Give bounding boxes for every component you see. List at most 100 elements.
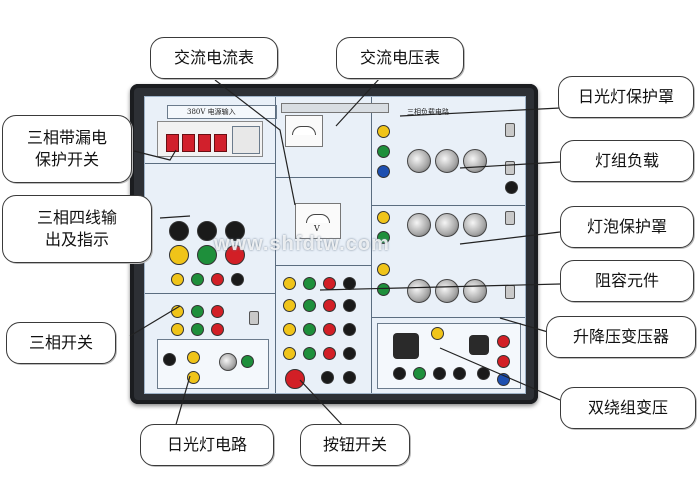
- banana-jack-icon[interactable]: [377, 283, 390, 296]
- bulb-icon: [463, 213, 487, 237]
- banana-jack-icon[interactable]: [413, 367, 426, 380]
- callout-rc: 阻容元件: [560, 260, 694, 302]
- leader-rc: [319, 283, 561, 291]
- banana-jack-icon[interactable]: [323, 347, 336, 360]
- callout-bulb-cover: 灯泡保护罩: [560, 206, 694, 248]
- callout-ac-ammeter: 交流电流表: [150, 37, 278, 79]
- banana-jack-icon[interactable]: [343, 323, 356, 336]
- banana-jack-icon[interactable]: [497, 373, 510, 386]
- breaker-switch-icon[interactable]: [214, 134, 227, 152]
- callout-line: 三相四线输: [36, 208, 117, 227]
- indicator-lamp-icon: [225, 221, 245, 241]
- banana-jack-icon[interactable]: [191, 305, 204, 318]
- banana-jack-icon[interactable]: [431, 327, 444, 340]
- toggle-switch-icon[interactable]: [249, 311, 259, 325]
- indicator-lamp-icon: [169, 245, 189, 265]
- banana-jack-icon[interactable]: [303, 323, 316, 336]
- callout-step-transformer: 升降压变压器: [546, 316, 696, 358]
- divider: [275, 97, 276, 393]
- bulb-icon: [435, 279, 459, 303]
- banana-jack-icon[interactable]: [191, 273, 204, 286]
- banana-jack-icon[interactable]: [231, 273, 244, 286]
- banana-jack-icon[interactable]: [377, 263, 390, 276]
- banana-jack-icon[interactable]: [323, 323, 336, 336]
- transformer-icon: [469, 335, 489, 355]
- banana-jack-icon[interactable]: [377, 145, 390, 158]
- banana-jack-icon[interactable]: [497, 355, 510, 368]
- leader-lamp-group: [459, 161, 561, 169]
- divider: [145, 293, 275, 294]
- indicator-lamp-icon: [197, 245, 217, 265]
- leader-bulb-cover: [459, 231, 561, 245]
- leader-breaker: [129, 149, 177, 161]
- bulb-icon: [435, 149, 459, 173]
- breaker-switch-icon[interactable]: [182, 134, 195, 152]
- banana-jack-icon[interactable]: [191, 323, 204, 336]
- leader-dual-winding: [439, 347, 561, 401]
- callout-fluorescent-cover: 日光灯保护罩: [558, 76, 694, 118]
- indicator-lamp-icon: [197, 221, 217, 241]
- toggle-switch-icon[interactable]: [505, 161, 515, 175]
- banana-jack-icon[interactable]: [321, 371, 334, 384]
- banana-jack-icon[interactable]: [343, 371, 356, 384]
- leakage-breaker[interactable]: [157, 121, 263, 157]
- banana-jack-icon[interactable]: [163, 353, 176, 366]
- leader-push-button: [299, 379, 346, 429]
- banana-jack-icon[interactable]: [303, 347, 316, 360]
- power-input-box: [167, 105, 277, 119]
- push-button-icon[interactable]: [285, 369, 305, 389]
- callout-lamp-group: 灯组负载: [560, 140, 694, 182]
- callout-ac-voltmeter: 交流电压表: [336, 37, 464, 79]
- banana-jack-icon[interactable]: [241, 355, 254, 368]
- leader-three-phase-switch: [129, 305, 181, 337]
- callout-leakage-breaker: 三相带漏电 保护开关: [2, 115, 132, 183]
- banana-jack-icon[interactable]: [377, 125, 390, 138]
- voltmeter-unit: V: [314, 224, 320, 233]
- banana-jack-icon[interactable]: [433, 367, 446, 380]
- callout-fluorescent-circuit: 日光灯电路: [140, 424, 274, 466]
- leader-voltmeter: [335, 77, 381, 127]
- banana-jack-icon[interactable]: [393, 367, 406, 380]
- banana-jack-icon[interactable]: [171, 273, 184, 286]
- toggle-switch-icon[interactable]: [505, 123, 515, 137]
- indicator-lamp-icon: [225, 245, 245, 265]
- banana-jack-icon[interactable]: [283, 299, 296, 312]
- banana-jack-icon[interactable]: [377, 165, 390, 178]
- bulb-icon: [407, 213, 431, 237]
- banana-jack-icon[interactable]: [453, 367, 466, 380]
- banana-jack-icon[interactable]: [303, 299, 316, 312]
- banana-jack-icon[interactable]: [187, 351, 200, 364]
- banana-jack-icon[interactable]: [187, 371, 200, 384]
- banana-jack-icon[interactable]: [211, 305, 224, 318]
- banana-jack-icon[interactable]: [283, 277, 296, 290]
- banana-jack-icon[interactable]: [303, 277, 316, 290]
- panel-face: 380V 电源输入 V: [144, 96, 526, 394]
- banana-jack-icon[interactable]: [211, 273, 224, 286]
- banana-jack-icon[interactable]: [283, 347, 296, 360]
- banana-jack-icon[interactable]: [343, 347, 356, 360]
- banana-jack-icon[interactable]: [377, 211, 390, 224]
- divider: [371, 97, 372, 393]
- banana-jack-icon[interactable]: [323, 299, 336, 312]
- toggle-switch-icon[interactable]: [505, 211, 515, 225]
- callout-push-button: 按钮开关: [300, 424, 410, 466]
- banana-jack-icon[interactable]: [497, 335, 510, 348]
- divider: [371, 205, 525, 206]
- breaker-switch-icon[interactable]: [166, 134, 179, 152]
- banana-jack-icon[interactable]: [377, 231, 390, 244]
- leader-output: [159, 215, 191, 219]
- starter-icon: [219, 353, 237, 371]
- banana-jack-icon[interactable]: [283, 323, 296, 336]
- banana-jack-icon[interactable]: [171, 323, 184, 336]
- banana-jack-icon[interactable]: [211, 323, 224, 336]
- banana-jack-icon[interactable]: [343, 299, 356, 312]
- banana-jack-icon[interactable]: [505, 181, 518, 194]
- breaker-switch-icon[interactable]: [198, 134, 211, 152]
- power-input-label: 380V 电源输入: [187, 108, 236, 116]
- fluorescent-circuit-box: [157, 339, 269, 389]
- leader-step-transformer: [499, 317, 549, 333]
- lamp-section-label: 三相负载电路: [407, 108, 449, 116]
- bulb-icon: [407, 149, 431, 173]
- transformer-icon: [393, 333, 419, 359]
